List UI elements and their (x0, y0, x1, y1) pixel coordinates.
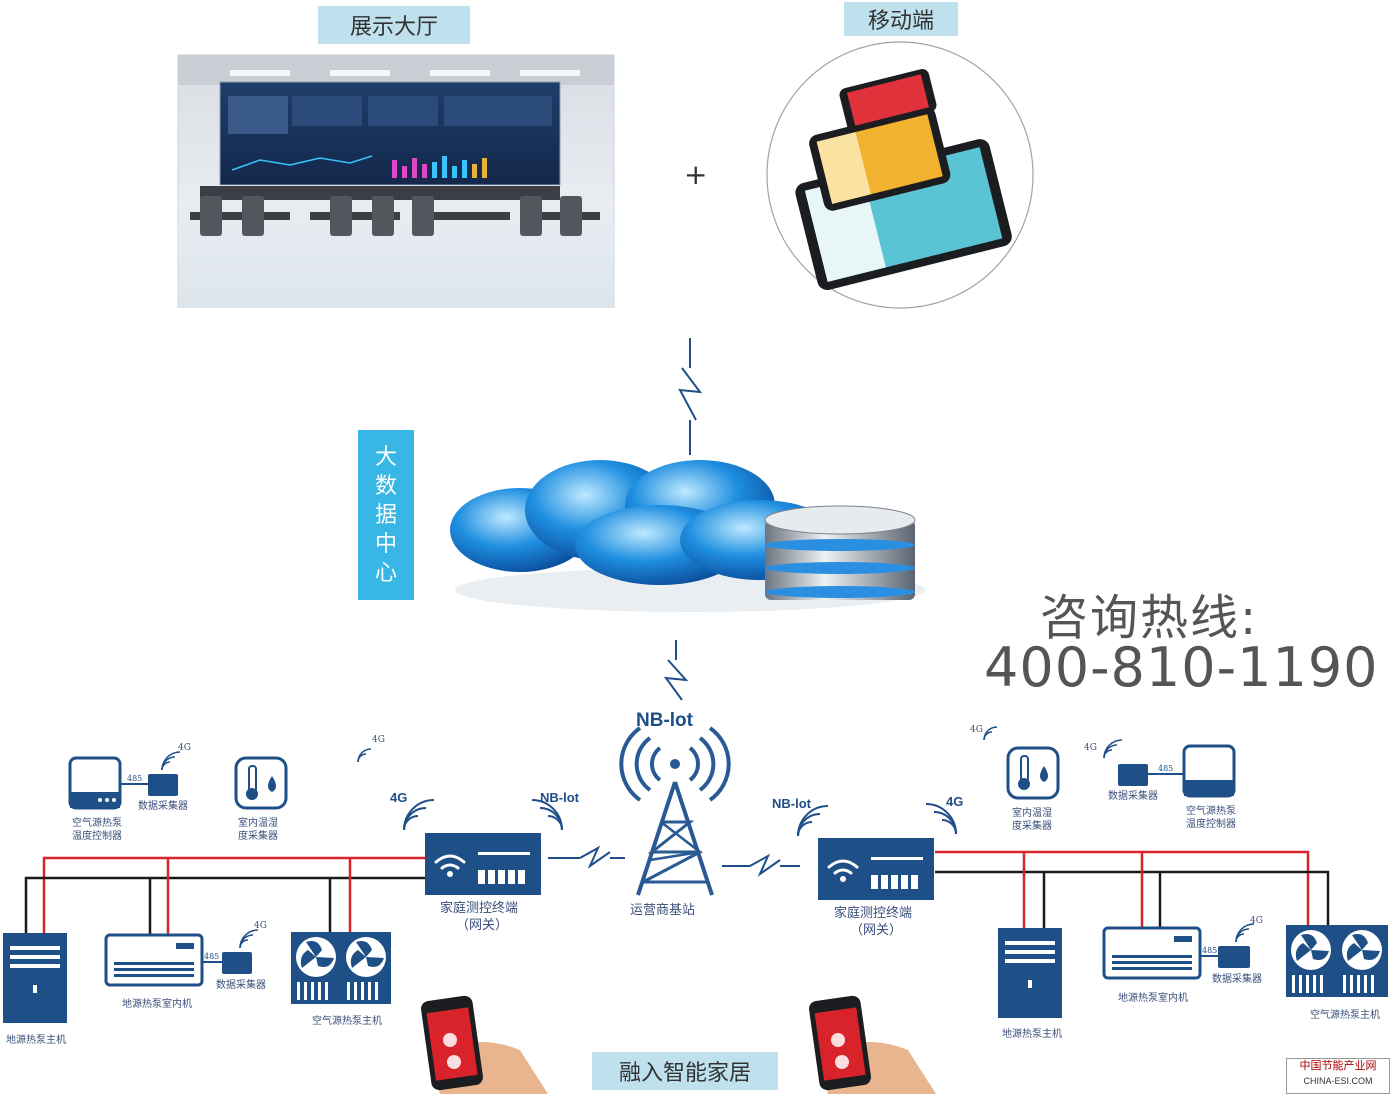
watermark-line1: 中国节能产业网 (1299, 1060, 1377, 1072)
hotline-title: 咨询热线: (1040, 590, 1259, 646)
left-thermostat-label-2: 温度控制器 (72, 831, 122, 842)
mobile-label: 移动端 (844, 2, 958, 36)
right-485-label-a: 485 (1158, 764, 1174, 773)
watermark-line2: CHINA-ESI.COM (1303, 1076, 1373, 1086)
label-char: 据 (374, 502, 397, 528)
right-temperature-sensor-icon (1006, 746, 1060, 800)
right-thermostat-label: 空气源热泵 (1186, 806, 1236, 817)
right-indoor-unit-icon (1102, 926, 1250, 980)
wireless-link-middle (663, 640, 689, 701)
right-gateway-icon (818, 838, 934, 900)
smart-home-label: 融入智能家居 (592, 1052, 778, 1090)
left-indoor-unit-icon (104, 933, 252, 987)
left-air-source-host-icon (291, 932, 391, 1004)
left-ground-source-host-icon (3, 933, 67, 1023)
left-4g-label-b: 4G (372, 735, 385, 745)
signal-icons (161, 726, 1255, 949)
big-data-center-label: 大 数 据 中 心 (358, 430, 414, 600)
cloud-database-icon (450, 460, 925, 612)
left-thermostat-icon (68, 756, 178, 810)
right-air-source-host-icon (1286, 925, 1388, 997)
plus-sign: + (684, 158, 708, 191)
left-4g-label-a: 4G (178, 743, 191, 753)
left-indoor-unit-label: 地源热泵室内机 (122, 999, 192, 1010)
exhibition-hall-label: 展示大厅 (318, 6, 470, 44)
left-485-label-a: 485 (127, 774, 143, 783)
left-collector-label-b: 数据采集器 (216, 980, 266, 991)
mobile-devices-image (766, 41, 1034, 309)
left-wiring (24, 856, 425, 935)
label-char: 心 (374, 560, 397, 586)
right-collector-label-a: 数据采集器 (1108, 791, 1158, 802)
right-4g-label-b: 4G (1084, 743, 1097, 753)
left-gateway-4g-label: 4G (390, 790, 408, 805)
right-indoor-unit-label: 地源热泵室内机 (1118, 993, 1188, 1004)
right-air-host-label: 空气源热泵主机 (1310, 1010, 1380, 1021)
left-thermostat-label: 空气源热泵 (72, 818, 122, 829)
right-4g-label-c: 4G (1250, 916, 1263, 926)
link-right-tower (722, 853, 800, 877)
left-485-label-b: 485 (204, 952, 220, 961)
label-char: 大 (374, 444, 397, 470)
left-sensor-label-2: 度采集器 (238, 831, 278, 842)
left-collector-label-a: 数据采集器 (138, 801, 188, 812)
right-wiring (935, 850, 1330, 930)
left-temperature-sensor-icon (234, 756, 288, 810)
wireless-link-top (678, 338, 703, 455)
right-485-label-b: 485 (1202, 946, 1218, 955)
right-thermostat-icon (1118, 744, 1236, 798)
left-gateway-sublabel: （网关） (456, 918, 509, 933)
right-sensor-label: 室内温湿 (1012, 808, 1052, 819)
hotline-number[interactable]: 400-810-1190 (984, 636, 1379, 699)
left-gateway-nbiot-label: NB-lot (540, 790, 579, 805)
right-thermostat-label-2: 温度控制器 (1186, 819, 1236, 830)
site-watermark: 中国节能产业网 CHINA-ESI.COM (1286, 1058, 1390, 1094)
right-collector-label-b: 数据采集器 (1212, 974, 1262, 985)
tower-nbiot-label: NB-lot (636, 710, 693, 731)
right-ground-source-host-icon (998, 928, 1062, 1018)
left-gateway-label: 家庭测控终端 (440, 901, 519, 916)
left-ground-host-label: 地源热泵主机 (6, 1035, 66, 1046)
right-sensor-label-2: 度采集器 (1012, 821, 1052, 832)
right-gateway-label: 家庭测控终端 (834, 906, 913, 921)
left-sensor-label: 室内温湿 (238, 818, 278, 829)
link-left-tower (548, 845, 625, 869)
right-gateway-sublabel: （网关） (850, 923, 903, 938)
left-4g-label-c: 4G (254, 921, 267, 931)
left-air-host-label: 空气源热泵主机 (312, 1016, 382, 1027)
base-station-label: 运营商基站 (630, 903, 696, 918)
label-char: 中 (374, 531, 397, 557)
base-station-tower-icon (619, 726, 731, 896)
left-phone-in-hand-image (421, 995, 548, 1094)
right-phone-in-hand-image (809, 995, 936, 1094)
exhibition-hall-image (177, 54, 615, 308)
label-char: 数 (374, 473, 397, 499)
right-gateway-nbiot-label: NB-lot (772, 796, 811, 811)
left-gateway-icon (425, 833, 541, 895)
right-gateway-4g-label: 4G (946, 794, 964, 809)
right-4g-label-a: 4G (970, 725, 983, 735)
right-ground-host-label: 地源热泵主机 (1002, 1029, 1062, 1040)
